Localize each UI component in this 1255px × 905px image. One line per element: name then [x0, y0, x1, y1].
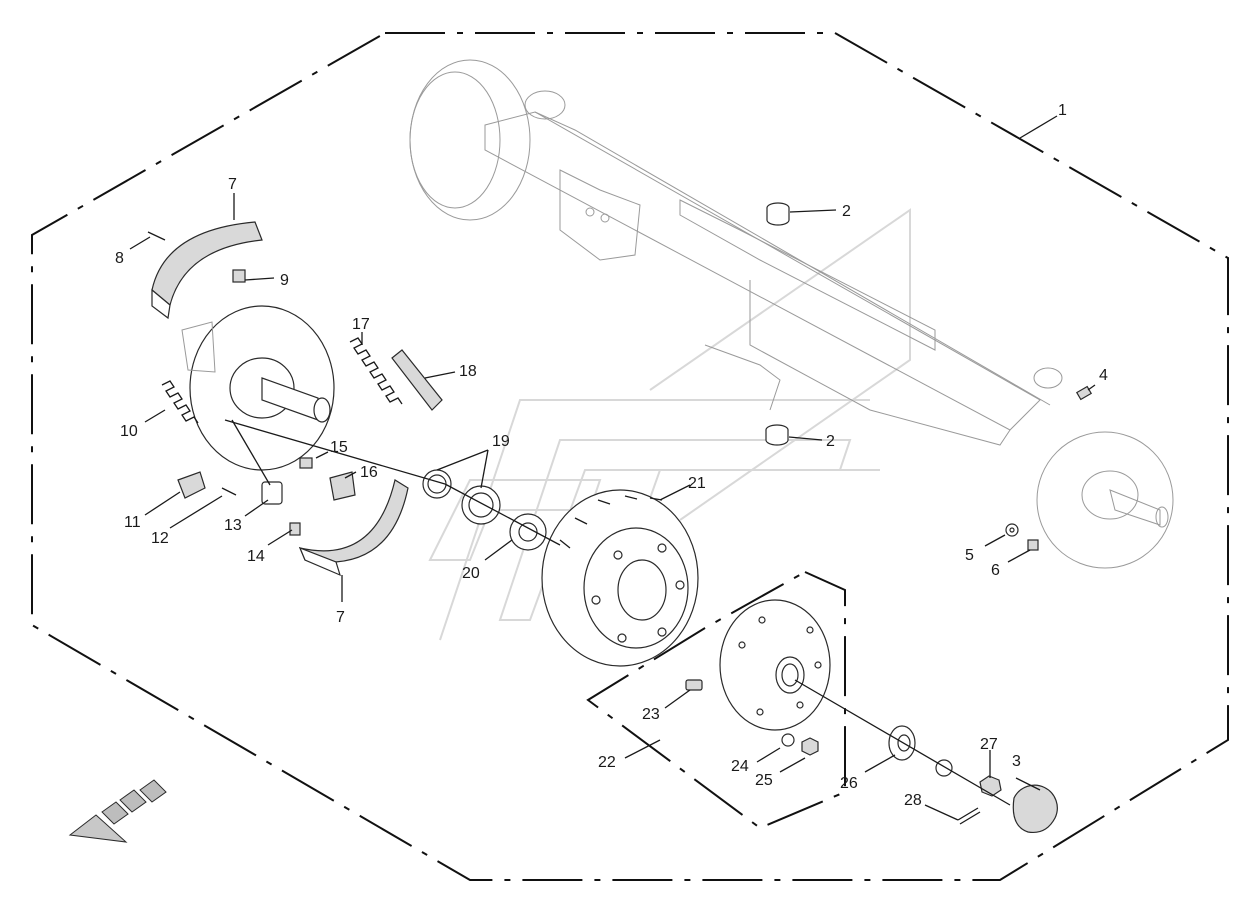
- callout-24: 24: [731, 758, 749, 775]
- callout-21: 21: [688, 475, 706, 492]
- right-brake-backing: [1033, 367, 1174, 569]
- callout-15: 15: [330, 439, 348, 456]
- nut-25: [801, 737, 819, 756]
- callout-7-lower: 7: [336, 609, 345, 626]
- callout-19: 19: [492, 433, 510, 450]
- callout-12: 12: [151, 530, 169, 547]
- bracket-11: [177, 471, 206, 499]
- spring-10: [161, 380, 199, 424]
- callout-8: 8: [115, 250, 124, 267]
- callout-1: 1: [1058, 102, 1067, 119]
- front-direction-arrow-icon: [68, 779, 167, 843]
- callout-10: 10: [120, 423, 138, 440]
- spring-17: [349, 337, 403, 405]
- stud-23: [685, 679, 703, 691]
- callout-16: 16: [360, 464, 378, 481]
- callout-23: 23: [642, 706, 660, 723]
- callout-11: 11: [124, 514, 141, 531]
- callout-25: 25: [755, 772, 773, 789]
- bolt-4: [1075, 385, 1093, 401]
- callout-17: 17: [352, 316, 370, 333]
- callout-13: 13: [224, 517, 242, 534]
- callout-14: 14: [247, 548, 265, 565]
- callout-27: 27: [980, 736, 998, 753]
- callout-9: 9: [280, 272, 289, 289]
- callout-2-upper: 2: [842, 203, 851, 220]
- assembly-boundary-outer: [31, 32, 1229, 881]
- callout-labels: 1 2 2 3 4 5 6 7 7 8 9 10 11 12 13 14 15 …: [115, 102, 1108, 809]
- washer-24: [781, 733, 795, 747]
- axle-beam: [409, 59, 1051, 446]
- clip-9: [232, 269, 246, 283]
- callout-18: 18: [459, 363, 477, 380]
- nut-6: [1027, 539, 1039, 551]
- callout-3: 3: [1012, 753, 1021, 770]
- assembly-axis-lines: [224, 419, 1011, 806]
- callout-4: 4: [1099, 367, 1108, 384]
- callout-leaders: [129, 115, 1096, 821]
- brake-shoe-upper: [147, 221, 263, 320]
- callout-28: 28: [904, 792, 922, 809]
- washer-outer: [935, 759, 953, 777]
- brake-shoe-lower: [298, 479, 409, 577]
- hub-subassembly-boundary: [586, 570, 846, 830]
- callout-5: 5: [965, 547, 974, 564]
- callout-26: 26: [840, 775, 858, 792]
- pin-12: [221, 487, 237, 496]
- hub-cap-3: [1012, 784, 1058, 834]
- left-brake-backing-plate: [181, 305, 335, 471]
- wheel-hub-22: [719, 599, 831, 731]
- lever-16: [329, 471, 356, 501]
- callout-7-upper: 7: [228, 176, 237, 193]
- callout-20: 20: [462, 565, 480, 582]
- brake-drum-21: [541, 489, 699, 667]
- bleeder-14: [289, 522, 301, 536]
- cotter-pin-28: [957, 807, 981, 825]
- screw-15: [299, 457, 313, 469]
- callout-6: 6: [991, 562, 1000, 579]
- cylinder-13: [261, 481, 283, 505]
- bushing-2-upper: [766, 202, 790, 226]
- bushing-2-lower: [765, 424, 789, 446]
- callout-2-lower: 2: [826, 433, 835, 450]
- adjuster-18: [391, 349, 443, 411]
- callout-22: 22: [598, 754, 616, 771]
